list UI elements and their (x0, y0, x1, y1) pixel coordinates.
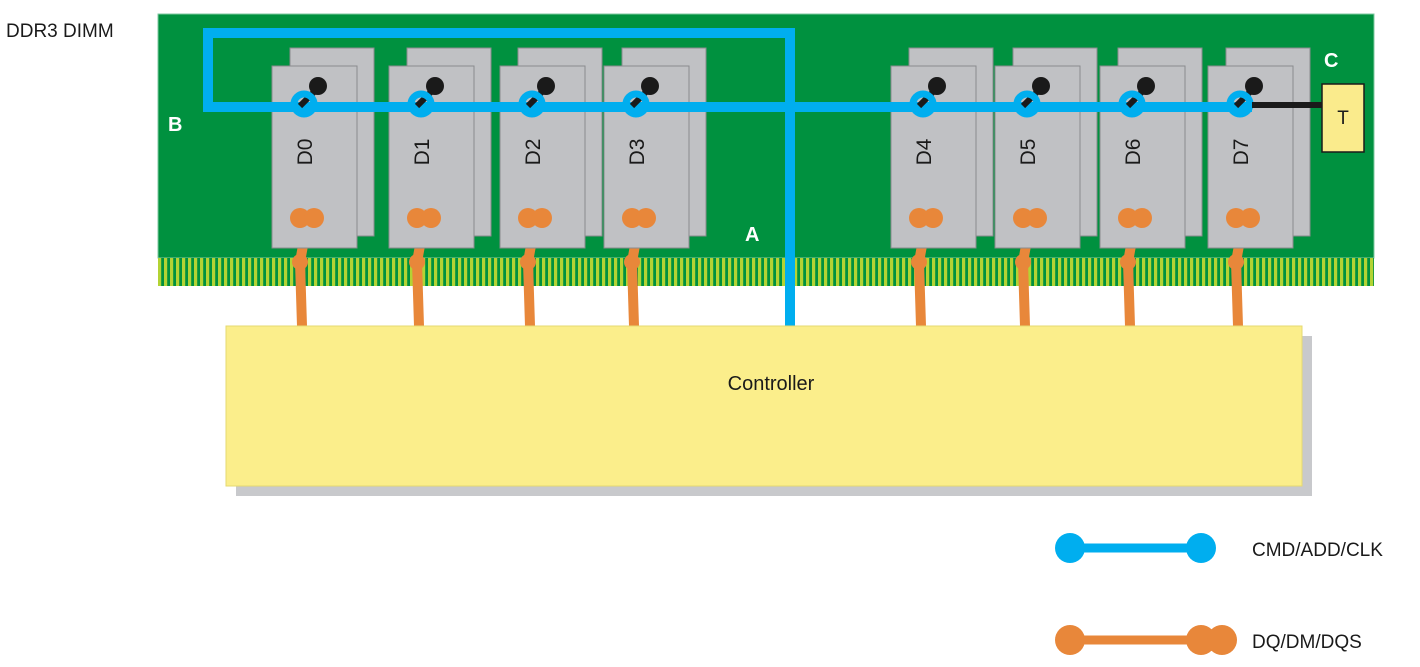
point-c-label: C (1324, 50, 1338, 72)
cmd-pin-d6 (1137, 77, 1155, 95)
dq-via-d2 (520, 254, 536, 270)
chip-label-d5: D5 (1017, 139, 1040, 166)
dq-pad-d5 (1013, 208, 1047, 228)
edge-connector-pins (158, 258, 1374, 286)
point-a-label: A (745, 224, 759, 246)
cmd-pin-d5 (1032, 77, 1050, 95)
dq-pad-d4 (909, 208, 943, 228)
controller-label: Controller (728, 373, 815, 395)
cmd-pin-d0 (309, 77, 327, 95)
terminator-label: T (1337, 108, 1349, 129)
chip-label-d4: D4 (913, 138, 936, 165)
chip-label-d7: D7 (1230, 139, 1253, 166)
cmd-bus-loop (203, 28, 1252, 326)
cmd-pin-d7 (1245, 77, 1263, 95)
cmd-node-d2 (518, 90, 546, 118)
dq-via-d5 (1015, 254, 1031, 270)
cmd-node-d5 (1013, 90, 1041, 118)
dq-via-d0 (292, 254, 308, 270)
cmd-node-d3 (622, 90, 650, 118)
cmd-pin-d3 (641, 77, 659, 95)
legend-cmd-symbol (1055, 533, 1216, 563)
cmd-pin-d2 (537, 77, 555, 95)
chip-label-d1: D1 (411, 139, 434, 166)
chip-label-d6: D6 (1122, 139, 1145, 166)
dq-pad-d7 (1226, 208, 1260, 228)
cmd-bus (203, 28, 1252, 326)
legend: CMD/ADD/CLK DQ/DM/DQS (1055, 533, 1383, 655)
cmd-pin-d1 (426, 77, 444, 95)
cmd-nodes (290, 77, 1263, 118)
terminator: T (1321, 83, 1365, 153)
chip-label-d0: D0 (294, 139, 317, 166)
controller: Controller (225, 325, 1312, 496)
legend-cmd-label: CMD/ADD/CLK (1252, 540, 1383, 561)
dram-chips: D0 D1 D2 D3 D4 D5 D6 D7 (271, 47, 1311, 249)
dq-via-d7 (1228, 254, 1244, 270)
diagram-title: DDR3 DIMM (6, 21, 114, 42)
legend-dq-symbol (1055, 625, 1237, 655)
dq-via-d6 (1120, 254, 1136, 270)
dq-pad-d2 (518, 208, 552, 228)
dq-via-d1 (409, 254, 425, 270)
cmd-node-d7 (1226, 90, 1254, 118)
point-b-label: B (168, 114, 182, 136)
cmd-node-d6 (1118, 90, 1146, 118)
chip-label-d3: D3 (626, 139, 649, 166)
chip-label-d2: D2 (522, 139, 545, 166)
dq-pad-d3 (622, 208, 656, 228)
dq-via-d4 (911, 254, 927, 270)
dq-pad-d6 (1118, 208, 1152, 228)
legend-dq-label: DQ/DM/DQS (1252, 632, 1362, 653)
dq-via-d3 (624, 254, 640, 270)
dq-pad-d1 (407, 208, 441, 228)
cmd-pin-d4 (928, 77, 946, 95)
dq-pad-d0 (290, 208, 324, 228)
cmd-node-d4 (909, 90, 937, 118)
cmd-node-d0 (290, 90, 318, 118)
cmd-node-d1 (407, 90, 435, 118)
